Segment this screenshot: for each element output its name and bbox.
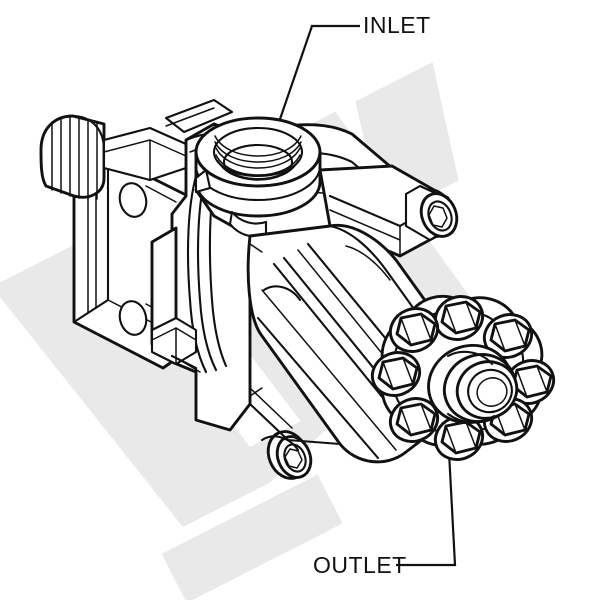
- seam-line: [249, 387, 263, 397]
- flange-bolt-hole: [118, 182, 148, 218]
- front-housing: [150, 98, 252, 432]
- outlet-leader-line: [396, 451, 457, 567]
- flange-bolt-hole: [118, 300, 148, 336]
- flange-hex-nut: [388, 307, 440, 353]
- label-inlet: INLET: [363, 12, 431, 38]
- flange-hex-nut: [370, 351, 422, 397]
- inlet-port[interactable]: [194, 116, 322, 238]
- outlet-bore[interactable]: [417, 333, 526, 435]
- flange-hex-nut: [433, 415, 485, 461]
- hex-socket: [428, 205, 448, 228]
- knurled-cap: [39, 114, 188, 200]
- hex-socket-boss-top[interactable]: [404, 184, 463, 243]
- outlet-flange[interactable]: [366, 290, 560, 467]
- flange-hex-nut: [388, 397, 440, 443]
- pump-assembly: [39, 98, 560, 480]
- flange-hex-nut: [482, 313, 534, 359]
- seam-line: [249, 243, 263, 253]
- inlet-leader-line: [277, 24, 360, 123]
- label-outlet: OUTLET: [313, 552, 407, 578]
